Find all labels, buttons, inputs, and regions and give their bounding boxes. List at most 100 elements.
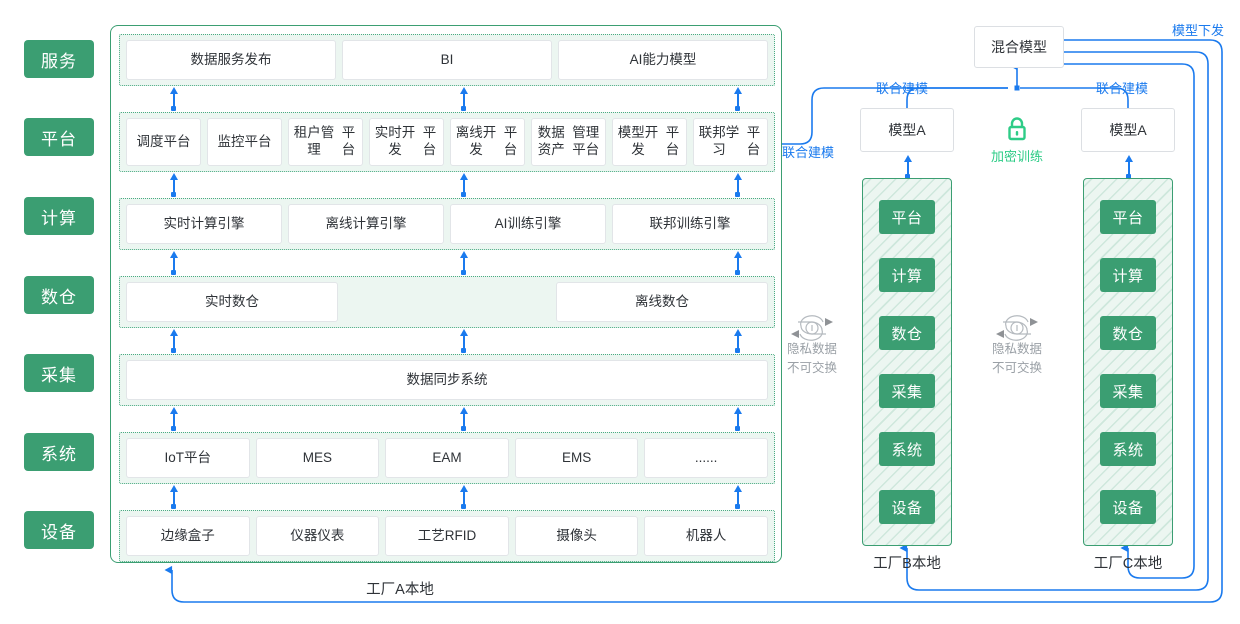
row-compute: 实时计算引擎 离线计算引擎 AI训练引擎 联邦训练引擎 <box>119 198 775 250</box>
row-cell-label: 平台 <box>665 125 680 157</box>
row-cell-label: 实时数仓 <box>205 293 259 309</box>
connector-arrow <box>733 485 742 509</box>
row-cell[interactable]: AI能力模型 <box>558 40 768 80</box>
stack-box[interactable]: 数仓 <box>1100 316 1156 350</box>
row-cell[interactable]: 联邦学习平台 <box>693 118 768 166</box>
row-cell[interactable]: 租户管理平台 <box>288 118 363 166</box>
row-cell[interactable]: 调度平台 <box>126 118 201 166</box>
row-system: IoT平台 MES EAM EMS...... <box>119 432 775 484</box>
row-cell-label: 离线数仓 <box>635 293 689 309</box>
stack-box[interactable]: 设备 <box>879 490 935 524</box>
hybrid-model-box[interactable]: 混合模型 <box>974 26 1064 68</box>
stage-label-text: 计算 <box>41 208 77 228</box>
row-warehouse: 实时数仓 离线数仓 <box>119 276 775 328</box>
model-a-left-box[interactable]: 模型A <box>860 108 954 152</box>
stack-box[interactable]: 采集 <box>1100 374 1156 408</box>
stage-label-compute: 计算 <box>24 197 94 235</box>
connector-arrow <box>459 407 468 431</box>
connector-arrow <box>169 329 178 353</box>
row-cell-label: IoT平台 <box>164 449 212 465</box>
row-cell[interactable]: BI <box>342 40 552 80</box>
stack-box[interactable]: 计算 <box>1100 258 1156 292</box>
row-cell-label: 数据资产 <box>537 125 565 157</box>
row-cell[interactable]: ...... <box>644 438 768 478</box>
connector-arrow <box>733 173 742 197</box>
row-cell[interactable]: 边缘盒子 <box>126 516 250 556</box>
no-exchange-loop-icon-c <box>996 315 1038 341</box>
stage-label-platform: 平台 <box>24 118 94 156</box>
label-joint-modeling-a: 联合建模 <box>782 145 835 160</box>
row-cell[interactable]: 数据资产管理平台 <box>531 118 606 166</box>
factory-a-caption: 工厂A本地 <box>366 582 434 598</box>
row-collect: 数据同步系统 <box>119 354 775 406</box>
row-cell[interactable]: 实时数仓 <box>126 282 338 322</box>
row-cell[interactable]: 工艺RFID <box>385 516 509 556</box>
row-cell-label: 模型开发 <box>617 125 659 157</box>
row-cell[interactable]: 模型开发平台 <box>612 118 687 166</box>
row-cell-label: BI <box>440 51 454 67</box>
row-cell-label: 离线计算引擎 <box>325 215 407 231</box>
row-cell[interactable]: IoT平台 <box>126 438 250 478</box>
factory-c-caption: 工厂C本地 <box>1093 556 1163 572</box>
row-device: 边缘盒子仪器仪表 工艺RFID 摄像头机器人 <box>119 510 775 562</box>
stack-box[interactable]: 计算 <box>879 258 935 292</box>
row-cell[interactable]: MES <box>255 438 380 478</box>
row-cell[interactable]: 实时计算引擎 <box>126 204 282 244</box>
stack-box[interactable]: 采集 <box>879 374 935 408</box>
stack-box[interactable]: 数仓 <box>879 316 935 350</box>
stack-box[interactable]: 平台 <box>1100 200 1156 234</box>
connector-arrow <box>459 87 468 111</box>
row-cell-label: EAM <box>432 449 462 465</box>
model-a-right-box[interactable]: 模型A <box>1081 108 1175 152</box>
stack-box[interactable]: 系统 <box>1100 432 1156 466</box>
stack-box[interactable]: 系统 <box>879 432 935 466</box>
row-cell[interactable]: 摄像头 <box>514 516 639 556</box>
lock-icon <box>1008 117 1026 141</box>
connector-arrow <box>733 251 742 275</box>
stage-label-text: 采集 <box>41 365 77 385</box>
privacy-note-line2: 不可交换 <box>991 360 1042 375</box>
stack-box[interactable]: 设备 <box>1100 490 1156 524</box>
stack-box[interactable]: 平台 <box>879 200 935 234</box>
row-cell[interactable]: 联邦训练引擎 <box>612 204 768 244</box>
row-cell-label: MES <box>302 449 333 465</box>
row-cell[interactable]: 监控平台 <box>207 118 282 166</box>
row-cell[interactable]: EMS <box>514 438 639 478</box>
row-cell[interactable]: 机器人 <box>644 516 768 556</box>
stage-label-collect: 采集 <box>24 354 94 392</box>
label-joint-modeling-c: 联合建模 <box>1096 81 1149 96</box>
row-cell[interactable]: EAM <box>385 438 509 478</box>
row-cell-label: 工艺RFID <box>417 527 477 543</box>
connector-arrow <box>459 329 468 353</box>
stage-label-warehouse: 数仓 <box>24 276 94 314</box>
row-platform: 调度平台监控平台租户管理平台实时开发平台离线开发平台数据资产管理平台模型开发平台… <box>119 112 775 172</box>
connector-arrow <box>459 173 468 197</box>
row-cell-label: 离线开发 <box>455 125 497 157</box>
row-cell[interactable]: 数据同步系统 <box>126 360 768 400</box>
row-cell-label: AI能力模型 <box>629 51 697 67</box>
privacy-note-line1: 隐私数据 <box>786 342 837 356</box>
row-cell[interactable]: AI训练引擎 <box>450 204 606 244</box>
row-cell-label: 实时开发 <box>374 125 416 157</box>
connector-arrow <box>733 407 742 431</box>
row-cell-label: 租户管理 <box>293 125 335 157</box>
factory-b-caption: 工厂B本地 <box>873 556 941 572</box>
stage-label-system: 系统 <box>24 433 94 471</box>
row-cell[interactable]: 离线数仓 <box>556 282 768 322</box>
row-cell[interactable]: 实时开发平台 <box>369 118 444 166</box>
connector-arrow <box>733 87 742 111</box>
row-cell[interactable]: 离线开发平台 <box>450 118 525 166</box>
row-cell[interactable]: 仪器仪表 <box>255 516 380 556</box>
row-cell[interactable]: 数据服务发布 <box>126 40 336 80</box>
row-cell-label: 联邦训练引擎 <box>649 215 731 231</box>
label-model-distribution: 模型下发 <box>1172 23 1225 38</box>
connector-arrow <box>169 407 178 431</box>
factory-c-stack: 平台计算数仓采集系统设备 <box>1083 178 1173 546</box>
row-service: 数据服务发布 BI AI能力模型 <box>119 34 775 86</box>
stage-label-service: 服务 <box>24 40 94 78</box>
row-cell[interactable]: 离线计算引擎 <box>288 204 444 244</box>
row-cell-label: 管理平台 <box>572 125 600 157</box>
connector-arrow <box>733 329 742 353</box>
